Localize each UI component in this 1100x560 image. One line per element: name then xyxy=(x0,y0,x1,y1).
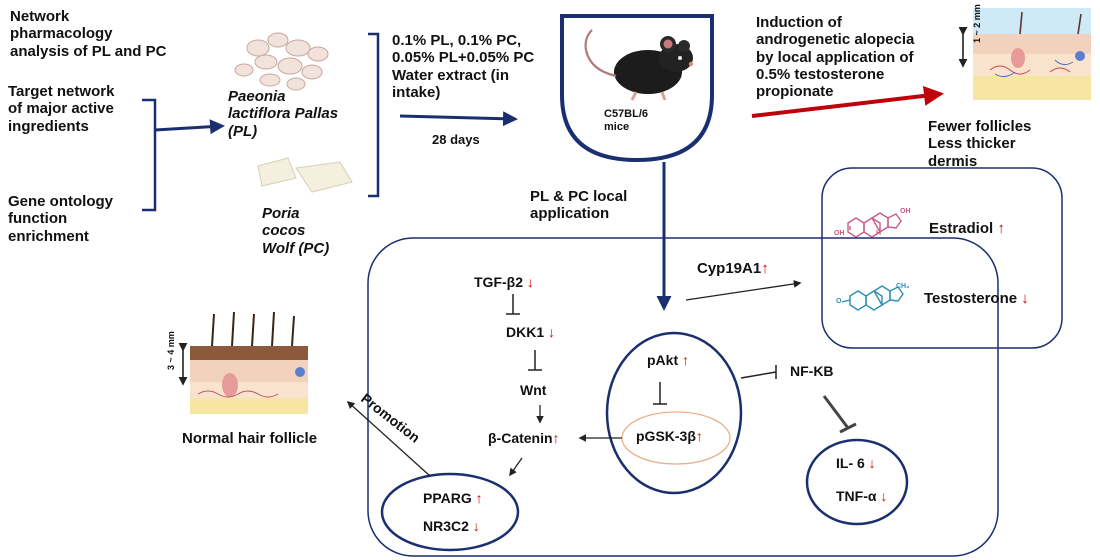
mouse-icon xyxy=(584,29,694,101)
down-arrow-icon: ↓ xyxy=(472,518,480,534)
induction-label: Induction of androgenetic alopecia by lo… xyxy=(756,14,915,100)
dkk1-label: DKK1 ↓ xyxy=(506,324,556,340)
treatment-bracket xyxy=(368,32,380,198)
mouse-frame xyxy=(560,14,714,163)
up-arrow-icon: ↑ xyxy=(997,220,1005,237)
down-arrow-icon: ↓ xyxy=(526,274,534,290)
estradiol-oh-top-label: OH xyxy=(900,208,911,215)
estradiol-structure-icon xyxy=(847,212,902,238)
nr3c2-label: NR3C2 ↓ xyxy=(423,518,480,534)
pparg-circle xyxy=(380,472,520,552)
poria-label: Poria cocos Wolf (PC) xyxy=(262,205,330,257)
il6-label: IL- 6 ↓ xyxy=(836,455,876,471)
poria-pieces-icon xyxy=(257,157,353,193)
pparg-label: PPARG ↑ xyxy=(423,490,483,506)
promotion-arrow xyxy=(346,400,431,477)
treatment-doses: 0.1% PL, 0.1% PC, 0.05% PL+0.05% PC Wate… xyxy=(392,32,535,101)
up-arrow-icon: ↑ xyxy=(475,490,483,506)
up-arrow-icon: ↑ xyxy=(552,430,560,446)
testosterone-structure-icon xyxy=(841,285,904,311)
local-application-label: PL & PC local application xyxy=(530,188,628,223)
normal-follicle-label: Normal hair follicle xyxy=(182,430,318,447)
arrow-to-herbs xyxy=(154,119,225,135)
wnt-label: Wnt xyxy=(520,382,547,398)
down-arrow-icon: ↓ xyxy=(548,324,556,340)
treatment-duration: 28 days xyxy=(432,132,480,147)
inhibit-dkk-wnt xyxy=(528,350,542,371)
inhibit-pakt-nfkb xyxy=(740,365,777,379)
cytokine-circle xyxy=(805,438,909,526)
down-arrow-icon: ↓ xyxy=(880,488,888,504)
tnf-label: TNF-α ↓ xyxy=(836,488,888,504)
pakt-label: pAkt ↑ xyxy=(647,352,690,368)
estradiol-label: Estradiol ↑ xyxy=(929,220,1005,237)
down-arrow-icon: ↓ xyxy=(1021,290,1029,307)
testosterone-o-label: O xyxy=(836,298,842,305)
inhibit-nfkb-cytokines xyxy=(822,395,857,434)
cyp-arrow xyxy=(685,280,802,301)
induction-arrow xyxy=(751,85,944,118)
catenin-label: β-Catenin↑ xyxy=(488,430,560,446)
inhibit-tgf-dkk xyxy=(506,294,520,315)
gene-ontology-label: Gene ontology function enrichment xyxy=(8,193,113,245)
pakt-circle xyxy=(605,331,743,495)
up-arrow-icon: ↑ xyxy=(695,428,703,444)
testosterone-ch3-label: CH₃ xyxy=(896,283,910,290)
pgsk-label: pGSK-3β↑ xyxy=(636,428,703,444)
mouse-label: C57BL/6 mice xyxy=(604,108,649,133)
alopecia-scale-label: 1 ~ 2 mm xyxy=(972,4,982,43)
normal-skin-icon xyxy=(190,311,308,414)
peony-label: Paeonia lactiflora Pallas (PL) xyxy=(228,88,339,140)
arrow-to-mouse xyxy=(399,111,518,127)
alopecia-skin-icon xyxy=(973,8,1091,100)
cyp19a1-label: Cyp19A1↑ xyxy=(697,260,769,277)
arrow-catenin-pparg xyxy=(509,457,523,477)
inhibit-pakt-pgsk xyxy=(653,382,667,405)
estradiol-oh-label: OH xyxy=(834,230,845,237)
alopecia-outcome: Fewer follicles Less thicker dermis xyxy=(928,118,1032,170)
normal-scale-label: 3 ~ 4 mm xyxy=(166,331,176,370)
up-arrow-icon: ↑ xyxy=(761,260,769,277)
up-arrow-icon: ↑ xyxy=(682,352,690,368)
testosterone-label: Testosterone ↓ xyxy=(924,290,1029,307)
nfkb-label: NF-KB xyxy=(790,363,834,379)
analysis-bracket xyxy=(142,98,157,212)
target-network-label: Target network of major active ingredien… xyxy=(8,83,115,135)
estradiol-h-label: H xyxy=(876,230,882,237)
peony-slices-icon xyxy=(234,32,329,91)
down-arrow-icon: ↓ xyxy=(868,455,876,471)
pathway-box xyxy=(367,237,999,557)
hormone-box xyxy=(821,167,1063,349)
tgf-b2-label: TGF-β2 ↓ xyxy=(474,274,534,290)
network-pharmacology-label: Network pharmacology analysis of PL and … xyxy=(10,8,167,60)
